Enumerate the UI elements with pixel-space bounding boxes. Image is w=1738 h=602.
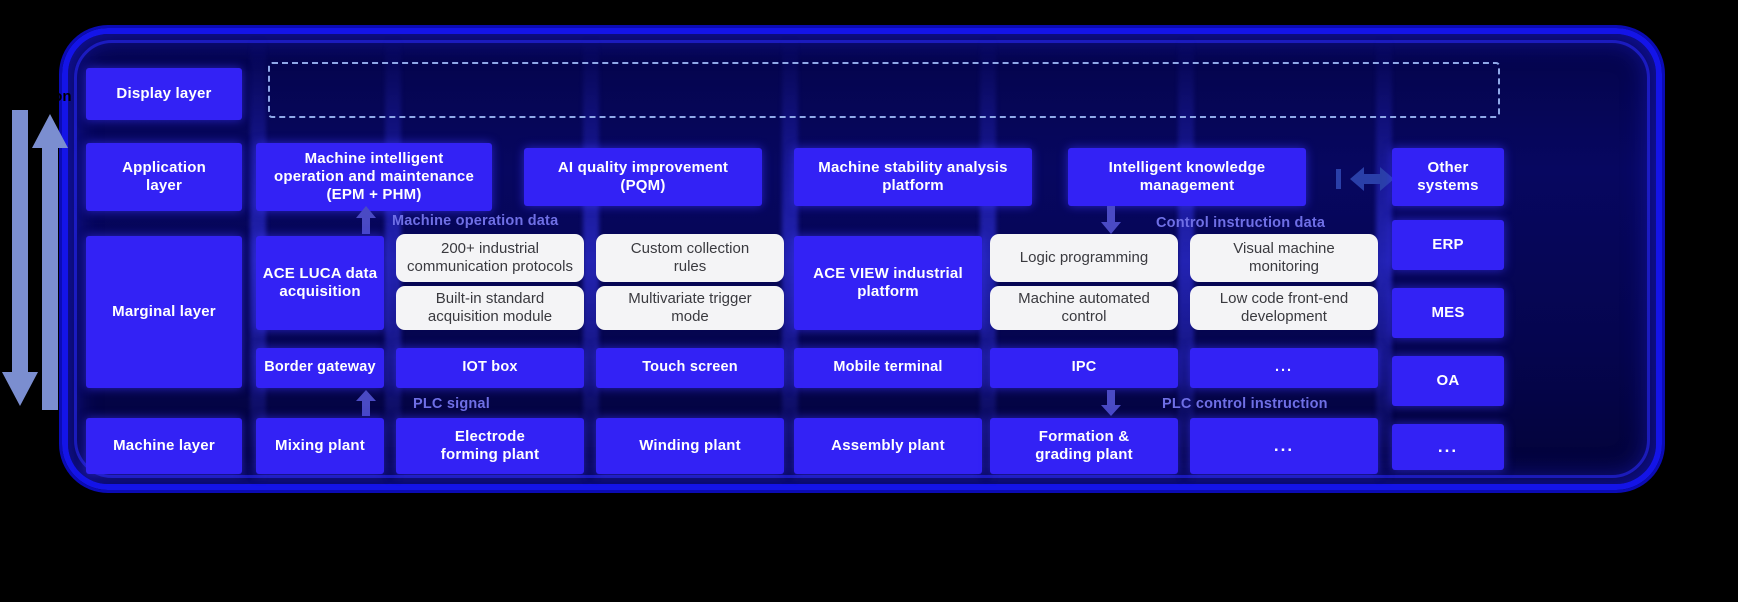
card-line1: Machine automated (1018, 289, 1150, 307)
device-iot-box[interactable]: IOT box (396, 348, 584, 388)
machine-line1: Winding plant (639, 436, 741, 454)
machine-line2: forming plant (440, 446, 540, 463)
marginal-platform-ace-view[interactable]: ACE VIEW industrial platform (794, 236, 982, 330)
external-other-systems[interactable]: Other systems (1392, 148, 1504, 206)
marginal-card-visual-machine-monitoring[interactable]: Visual machine monitoring (1190, 234, 1378, 282)
marginal-platform-ace-luca[interactable]: ACE LUCA data acquisition (256, 236, 384, 330)
machine-line1: Assembly plant (831, 436, 945, 454)
marginal-card-low-code-front-end-development[interactable]: Low code front-end development (1190, 286, 1378, 330)
app-card-line2: platform (882, 177, 944, 194)
flow-label-machine-operation-data: Machine operation data (392, 213, 559, 229)
card-line1: 200+ industrial (441, 239, 539, 257)
arrow-up-icon (356, 390, 376, 416)
app-card-machine-intelligent-om[interactable]: Machine intelligent operation and mainte… (256, 143, 492, 211)
side-flow-arrows (0, 110, 70, 410)
device-border-gateway[interactable]: Border gateway (256, 348, 384, 388)
app-card-line2: (PQM) (620, 177, 666, 194)
flow-arrow-up-machine-data (355, 206, 377, 239)
card-line1: Logic programming (1019, 248, 1149, 266)
card-line1: Built-in standard (435, 289, 545, 307)
machine-line1: Mixing plant (275, 436, 365, 454)
machine-line1: Formation & (1038, 427, 1130, 445)
app-card-line1: Intelligent knowledge (1108, 158, 1266, 176)
card-line2: acquisition module (427, 308, 553, 325)
card-line2: rules (673, 258, 707, 275)
card-line2: communication protocols (407, 258, 573, 275)
arrow-down-icon (1101, 206, 1121, 234)
flow-label-plc-signal: PLC signal (413, 396, 490, 412)
machine-line2: grading plant (1035, 446, 1133, 463)
machine-line1: Electrode (454, 427, 526, 445)
app-card-line1: Machine intelligent (304, 149, 444, 167)
layer-label-display[interactable]: Display layer (86, 68, 242, 120)
machine-winding-plant[interactable]: Winding plant (596, 418, 784, 474)
flow-arrow-down-control-data (1100, 206, 1122, 239)
marginal-card-multivariate-trigger-mode[interactable]: Multivariate trigger mode (596, 286, 784, 330)
arrow-down-icon (1101, 390, 1121, 416)
platform-line2: platform (857, 283, 919, 300)
external-line1: Other (1427, 158, 1469, 176)
app-card-line1: AI quality improvement (557, 158, 729, 176)
app-card-line3: (EPM + PHM) (326, 186, 422, 204)
app-card-line2: operation and maintenance (273, 167, 475, 185)
app-card-line1: Machine stability analysis (818, 158, 1008, 176)
machine-assembly-plant[interactable]: Assembly plant (794, 418, 982, 474)
external-erp[interactable]: ERP (1392, 220, 1504, 270)
card-line2: control (1061, 308, 1107, 325)
card-line1: Custom collection (630, 239, 750, 257)
flow-arrow-up-plc-signal (355, 390, 377, 421)
external-more[interactable]: ... (1392, 424, 1504, 470)
platform-line1: ACE VIEW industrial (813, 264, 963, 282)
card-line2: mode (671, 308, 709, 325)
flow-label-control-instruction-data: Control instruction data (1156, 215, 1326, 231)
app-card-ai-quality-improvement[interactable]: AI quality improvement (PQM) (524, 148, 762, 206)
bidirectional-side-arrows-icon (2, 110, 68, 410)
card-line1: Low code front-end (1219, 289, 1349, 307)
platform-line2: acquisition (279, 283, 361, 300)
arrow-up-icon (356, 206, 376, 234)
card-line2: development (1241, 308, 1327, 325)
marginal-card-logic-programming[interactable]: Logic programming (990, 234, 1178, 282)
machine-electrode-forming-plant[interactable]: Electrode forming plant (396, 418, 584, 474)
flow-label-plc-control-instruction: PLC control instruction (1162, 396, 1328, 412)
external-line2: systems (1417, 177, 1479, 194)
external-oa[interactable]: OA (1392, 356, 1504, 406)
layer-label-machine[interactable]: Machine layer (86, 418, 242, 474)
column-glow (1376, 36, 1392, 486)
layer-label-application-line1: Application (122, 158, 206, 176)
display-layer-dashed-connector (268, 62, 1500, 118)
device-ipc[interactable]: IPC (990, 348, 1178, 388)
layer-label-application[interactable]: Application layer (86, 143, 242, 211)
device-mobile-terminal[interactable]: Mobile terminal (794, 348, 982, 388)
app-card-intelligent-knowledge-management[interactable]: Intelligent knowledge management (1068, 148, 1306, 206)
device-touch-screen[interactable]: Touch screen (596, 348, 784, 388)
app-card-line2: management (1139, 177, 1235, 194)
machine-mixing-plant[interactable]: Mixing plant (256, 418, 384, 474)
marginal-card-builtin-standard-acquisition[interactable]: Built-in standard acquisition module (396, 286, 584, 330)
card-line1: Visual machine (1233, 239, 1335, 257)
platform-line1: ACE LUCA data (262, 264, 378, 282)
marginal-card-machine-automated-control[interactable]: Machine automated control (990, 286, 1178, 330)
machine-formation-grading-plant[interactable]: Formation & grading plant (990, 418, 1178, 474)
card-line1: Multivariate trigger (628, 289, 752, 307)
app-card-machine-stability-analysis[interactable]: Machine stability analysis platform (794, 148, 1032, 206)
machine-more[interactable]: ... (1190, 418, 1378, 474)
marginal-card-custom-collection-rules[interactable]: Custom collection rules (596, 234, 784, 282)
layer-label-marginal[interactable]: Marginal layer (86, 236, 242, 388)
marginal-card-200-plus-protocols[interactable]: 200+ industrial communication protocols (396, 234, 584, 282)
external-mes[interactable]: MES (1392, 288, 1504, 338)
card-line2: monitoring (1248, 258, 1320, 275)
layer-label-application-line2: layer (145, 177, 183, 194)
flow-arrow-down-plc-control (1100, 390, 1122, 421)
cutoff-label: tion (44, 88, 72, 105)
architecture-shell-inner (74, 40, 1650, 478)
device-more[interactable]: ... (1190, 348, 1378, 388)
